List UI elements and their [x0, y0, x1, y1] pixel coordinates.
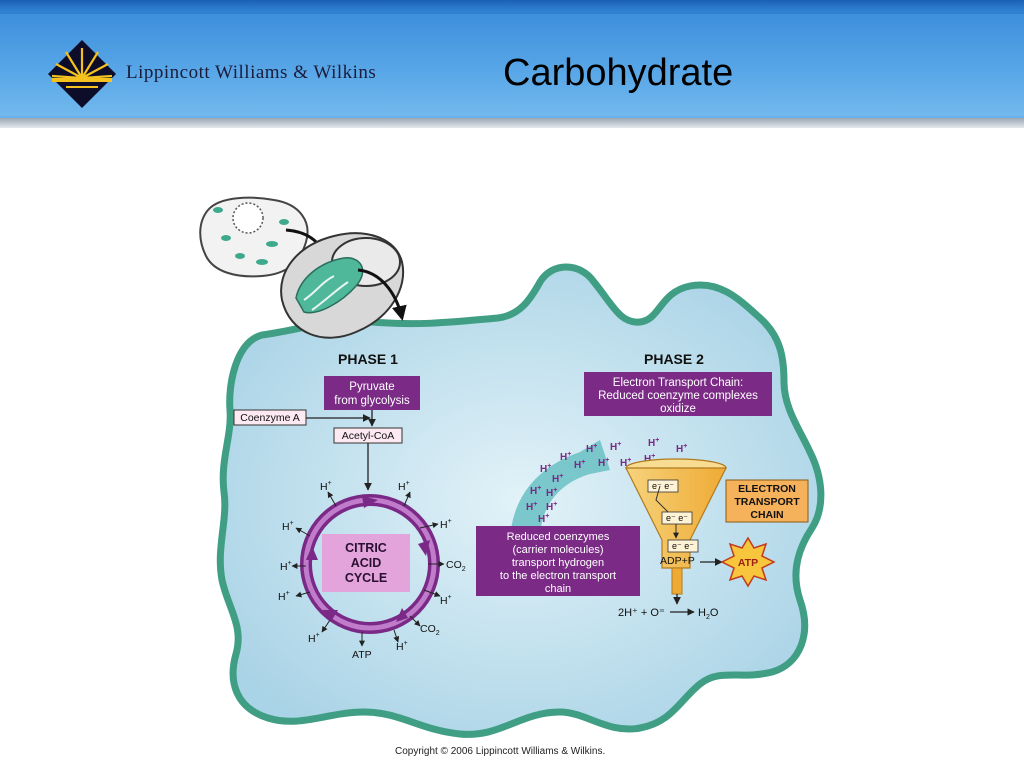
- h-ion: H+: [278, 590, 290, 603]
- h-ion: H+: [598, 457, 609, 469]
- pyruvate-box: [324, 376, 420, 410]
- etc-desc-line3: oxidize: [660, 403, 696, 415]
- reduced-coenzymes-box: [476, 526, 640, 596]
- acetyl-coa-label: Acetyl-CoA: [342, 430, 395, 442]
- cell-thumbnail-icon: [199, 196, 309, 278]
- h-ion: H+: [574, 459, 585, 471]
- h-ion: H+: [560, 451, 571, 463]
- h-ion: H+: [546, 487, 557, 499]
- atp-burst-icon: [720, 536, 776, 588]
- h-ion: H+: [280, 560, 292, 573]
- reduced-line5: chain: [545, 583, 571, 595]
- electrons-label: e⁻ e⁻: [666, 513, 688, 523]
- citric-acid-cycle-box: [322, 534, 410, 592]
- hydrogen-transport-arrow: [510, 440, 610, 540]
- co2-label: CO2: [420, 623, 440, 637]
- etc-description-box: [584, 372, 772, 416]
- etc-desc-line2: Reduced coenzyme complexes: [598, 390, 758, 402]
- phase2-heading: PHASE 2: [644, 351, 704, 367]
- etc-desc-line1: Electron Transport Chain:: [613, 377, 743, 389]
- etc-label-line2: TRANSPORT: [734, 496, 800, 508]
- publisher-logo-icon: [48, 40, 116, 108]
- etc-label-line3: CHAIN: [750, 509, 783, 521]
- h-ion: H+: [308, 632, 320, 645]
- reduced-line2: (carrier molecules): [512, 544, 603, 556]
- adp-label: ADP+P: [660, 555, 695, 567]
- h-ion: H+: [398, 480, 410, 493]
- reduced-line3: transport hydrogen: [512, 557, 604, 569]
- h-ion: H+: [610, 441, 621, 453]
- h-ion: H+: [530, 485, 541, 497]
- h-ion: H+: [586, 443, 597, 455]
- header-shadow: [0, 118, 1024, 128]
- pyruvate-label-line2: from glycolysis: [334, 395, 410, 407]
- h-ion: H+: [440, 518, 452, 531]
- h-ion: H+: [552, 473, 563, 485]
- h-ion: H+: [440, 594, 452, 607]
- header-band: [0, 14, 1024, 116]
- reduced-line4: to the electron transport: [500, 570, 616, 582]
- copyright-notice: Copyright © 2006 Lippincott Williams & W…: [395, 746, 606, 757]
- etc-label-line1: ELECTRON: [738, 483, 796, 495]
- h-ion: H+: [644, 453, 655, 465]
- h-ion: H+: [396, 640, 408, 653]
- electrons-label: e⁻ e⁻: [672, 541, 694, 551]
- h-ion: H+: [540, 463, 551, 475]
- electrons-label: e⁻ e⁻: [652, 481, 674, 491]
- coenzyme-a-label: Coenzyme A: [240, 412, 300, 424]
- water-label: H2O: [698, 607, 719, 621]
- pyruvate-label-line1: Pyruvate: [349, 381, 394, 393]
- h-ion: H+: [526, 501, 537, 513]
- h-ion: H+: [320, 480, 332, 493]
- etc-label-box: [725, 479, 809, 523]
- publisher-name: Lippincott Williams & Wilkins: [126, 62, 377, 83]
- h-ion: H+: [282, 520, 294, 533]
- cycle-label-line1: CITRIC: [345, 541, 387, 555]
- cycle-label-line2: ACID: [351, 556, 382, 570]
- h-ion: H+: [620, 457, 631, 469]
- slide-title: Carbohydrate: [503, 52, 734, 94]
- co2-label: CO2: [446, 559, 466, 573]
- mitochondrion-icon: [280, 232, 405, 339]
- cycle-label-line3: CYCLE: [345, 571, 387, 585]
- h-ion: H+: [538, 513, 549, 525]
- phase1-heading: PHASE 1: [338, 351, 398, 367]
- atp-label: ATP: [352, 649, 372, 661]
- atp-output-label: ATP: [738, 557, 758, 569]
- h-ion: H+: [676, 443, 687, 455]
- reduced-line1: Reduced coenzymes: [507, 531, 610, 543]
- h-ion: H+: [546, 501, 557, 513]
- h-ion: H+: [648, 437, 659, 449]
- equation-left: 2H⁺ + O⁼: [618, 607, 665, 619]
